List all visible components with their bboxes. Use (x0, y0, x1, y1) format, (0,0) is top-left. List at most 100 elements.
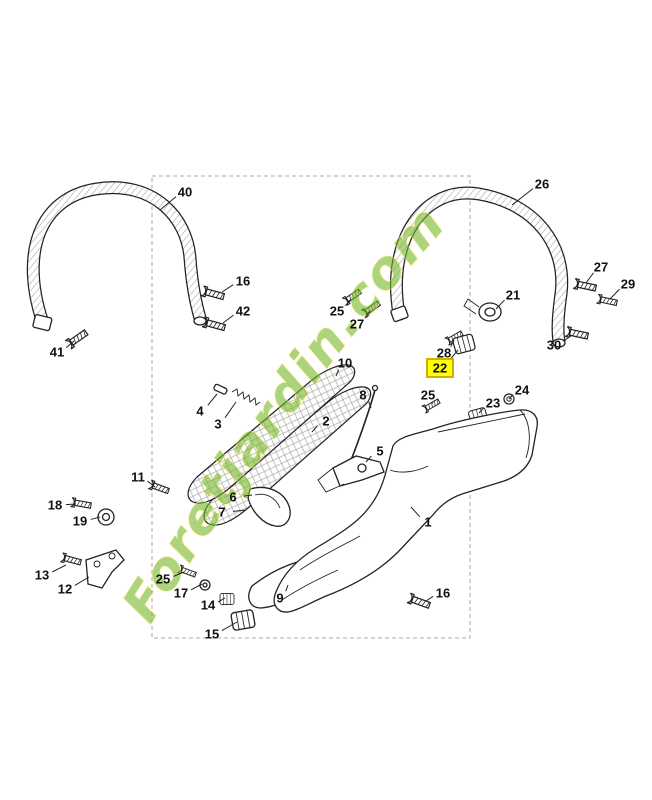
part-number-25[interactable]: 25 (421, 388, 435, 403)
part-callout-40[interactable]: 40 (159, 185, 192, 211)
part-callout-13[interactable]: 13 (35, 564, 67, 583)
part-callout-9[interactable]: 9 (276, 584, 289, 606)
part-number-13[interactable]: 13 (35, 568, 49, 583)
part-number-28[interactable]: 28 (437, 346, 451, 361)
part-callout-22[interactable]: 22 (426, 349, 459, 378)
part-number-7[interactable]: 7 (218, 505, 225, 520)
leader-line (450, 339, 455, 347)
part-callout-29[interactable]: 29 (609, 277, 635, 300)
part-callout-15[interactable]: 15 (205, 621, 238, 642)
part-callout-1[interactable]: 1 (410, 506, 432, 530)
part-number-41[interactable]: 41 (50, 345, 64, 360)
part-number-42[interactable]: 42 (236, 304, 250, 319)
part-callout-42[interactable]: 42 (222, 304, 250, 324)
part-callout-4[interactable]: 4 (196, 393, 218, 419)
part-callout-17[interactable]: 17 (174, 583, 203, 601)
part-number-2[interactable]: 2 (322, 414, 329, 429)
part-rear-handlebar-26 (389, 186, 569, 348)
part-number-14[interactable]: 14 (201, 598, 216, 613)
leader-line (74, 576, 90, 586)
part-number-16[interactable]: 16 (236, 274, 250, 289)
part-callout-14[interactable]: 14 (201, 597, 226, 613)
part-callout-3[interactable]: 3 (214, 401, 237, 432)
part-number-30[interactable]: 30 (547, 338, 561, 353)
part-number-9[interactable]: 9 (276, 591, 283, 606)
part-number-29[interactable]: 29 (621, 277, 635, 292)
leader-line (65, 503, 77, 506)
part-callout-24[interactable]: 24 (508, 383, 530, 400)
part-number-5[interactable]: 5 (376, 444, 383, 459)
part-number-25[interactable]: 25 (330, 304, 344, 319)
parts-linework (26, 181, 619, 632)
part-callout-18[interactable]: 18 (48, 498, 77, 513)
part-callout-10[interactable]: 10 (335, 356, 352, 377)
part-number-18[interactable]: 18 (48, 498, 62, 513)
part-number-4[interactable]: 4 (196, 404, 204, 419)
part-callout-27[interactable]: 27 (585, 260, 608, 284)
part-number-11[interactable]: 11 (131, 470, 145, 485)
part-callout-8[interactable]: 8 (359, 388, 372, 409)
part-number-16[interactable]: 16 (436, 586, 450, 601)
leader-line (563, 334, 573, 342)
assembly-boundary-box (151, 175, 471, 639)
part-number-3[interactable]: 3 (214, 417, 221, 432)
leader-line (217, 597, 226, 603)
leader-line (364, 310, 371, 319)
part-callout-7[interactable]: 7 (218, 505, 247, 520)
part-callout-28[interactable]: 28 (437, 339, 455, 361)
part-number-40[interactable]: 40 (178, 185, 192, 200)
part-callout-21[interactable]: 21 (495, 288, 520, 310)
part-callout-25[interactable]: 25 (330, 298, 352, 319)
part-callout-25[interactable]: 25 (421, 388, 435, 405)
part-sleeve-14 (219, 592, 235, 606)
part-number-1[interactable]: 1 (424, 515, 431, 530)
part-callout-19[interactable]: 19 (73, 514, 101, 529)
screw-29 (595, 293, 619, 308)
part-number-8[interactable]: 8 (359, 388, 366, 403)
leader-line (159, 196, 177, 211)
part-number-27[interactable]: 27 (594, 260, 608, 275)
part-bushing-19 (97, 508, 115, 526)
leader-line (173, 571, 185, 577)
part-number-25[interactable]: 25 (156, 572, 170, 587)
part-callout-2[interactable]: 2 (311, 414, 330, 433)
part-callout-11[interactable]: 11 (131, 470, 156, 488)
leader-line (232, 509, 247, 512)
site-watermark: Foretjardin.com (111, 194, 456, 632)
screw-16-top (200, 285, 226, 303)
part-number-27[interactable]: 27 (350, 317, 364, 332)
part-callout-26[interactable]: 26 (511, 177, 549, 206)
part-number-19[interactable]: 19 (73, 514, 87, 529)
part-callout-6[interactable]: 6 (229, 490, 253, 505)
part-number-21[interactable]: 21 (506, 288, 520, 303)
part-callout-30[interactable]: 30 (547, 334, 573, 353)
part-callout-25[interactable]: 25 (156, 571, 185, 587)
leader-line (147, 480, 156, 488)
part-interlock-5 (317, 455, 385, 493)
part-number-15[interactable]: 15 (205, 627, 219, 642)
leader-line (335, 369, 340, 377)
part-callout-16[interactable]: 16 (221, 274, 250, 293)
part-callout-27[interactable]: 27 (350, 310, 371, 332)
leader-line (311, 425, 318, 433)
leader-line (609, 288, 620, 300)
part-number-26[interactable]: 26 (535, 177, 549, 192)
part-number-17[interactable]: 17 (174, 586, 188, 601)
part-number-22[interactable]: 22 (433, 361, 447, 376)
leader-line (51, 564, 67, 573)
part-pin-4 (213, 383, 228, 395)
part-callout-41[interactable]: 41 (50, 340, 75, 360)
part-number-6[interactable]: 6 (229, 490, 236, 505)
part-callout-16[interactable]: 16 (425, 586, 450, 602)
part-number-24[interactable]: 24 (515, 383, 530, 398)
screw-13 (59, 552, 83, 568)
part-number-23[interactable]: 23 (486, 396, 500, 411)
part-number-10[interactable]: 10 (338, 356, 352, 371)
leader-line (221, 621, 238, 631)
part-callout-5[interactable]: 5 (365, 444, 384, 463)
part-callout-12[interactable]: 12 (58, 576, 90, 597)
part-callout-23[interactable]: 23 (478, 396, 500, 414)
part-number-12[interactable]: 12 (58, 582, 72, 597)
